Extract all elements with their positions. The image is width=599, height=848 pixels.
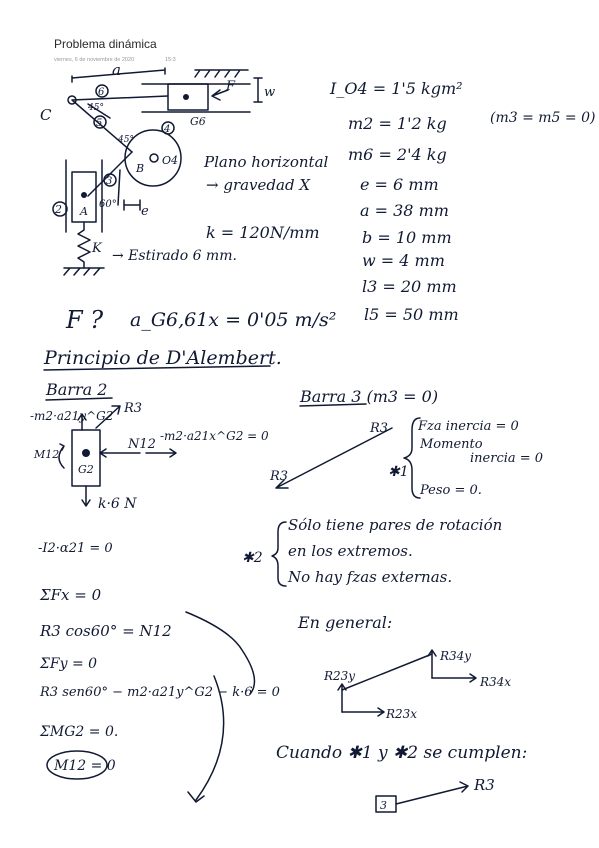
bar2-inertia-y: -m2·a21y^G2: [30, 409, 113, 423]
angle-45-top: 45°: [87, 103, 104, 113]
bar2-inertia-x: -m2·a21x^G2 = 0: [160, 429, 269, 443]
mechanism-figure: a F w C 6 45° 5 45° O4 4 B G6: [40, 61, 329, 276]
bar2-n12: N12: [127, 437, 156, 452]
k-value-label: k = 120N/mm: [206, 223, 320, 242]
given-m3-m5: (m3 = m5 = 0): [490, 110, 595, 126]
bar3-title: Barra 3 (m3 = 0): [299, 387, 438, 406]
star2-mark: ✱2: [242, 550, 263, 566]
question-f: F ?: [65, 306, 103, 334]
link2-number: 2: [54, 203, 62, 216]
dim-w-label: w: [264, 85, 275, 100]
link5-number: 5: [96, 118, 102, 129]
eq-r3-sen: R3 sen60° − m2·a21y^G2 − k·6 = 0: [39, 685, 280, 700]
force-f-label: F: [225, 79, 236, 94]
bar2-moment: -I2·α21 = 0: [38, 541, 113, 556]
conclusion-r3: R3: [473, 776, 495, 794]
eq-m12: M12 = 0: [53, 758, 116, 774]
spring-k-label: K: [91, 241, 103, 256]
link4-number: 4: [163, 124, 170, 135]
bar3-item-3: inercia = 0: [470, 451, 543, 466]
given-l5: l5 = 50 mm: [364, 305, 459, 324]
conclusion-text: Cuando ✱1 y ✱2 se cumplen:: [276, 743, 527, 763]
given-e: e = 6 mm: [360, 175, 439, 194]
eq-r3-cos: R3 cos60° = N12: [39, 622, 172, 640]
given-b: b = 10 mm: [362, 228, 452, 247]
r23x-label: R23x: [385, 707, 417, 721]
page-time: 15:3: [165, 57, 176, 63]
r23y-label: R23y: [323, 669, 355, 683]
equations: ΣFx = 0 R3 cos60° = N12 ΣFy = 0 R3 sen60…: [39, 586, 280, 803]
givens-list: I_O4 = 1'5 kgm² m2 = 1'2 kg (m3 = m5 = 0…: [329, 79, 595, 324]
plane-label: Plano horizontal: [203, 153, 329, 171]
link3-number: 3: [106, 176, 112, 187]
angle-45-mid: 45°: [117, 135, 134, 145]
bar3-diagram: Barra 3 (m3 = 0) R3 R3 Fza inercia = 0 M…: [269, 387, 543, 499]
given-a: a = 38 mm: [360, 201, 449, 220]
g6-label: G6: [190, 115, 206, 128]
bar2-title: Barra 2: [45, 380, 107, 399]
bar3-item-2: Momento: [419, 437, 483, 452]
e-label: e: [141, 204, 149, 219]
bar3-r3-upper: R3: [369, 421, 388, 436]
r34x-label: R34x: [479, 675, 511, 689]
point-a-label: A: [79, 205, 88, 218]
given-l3: l3 = 20 mm: [362, 277, 457, 296]
bar2-r3: R3: [123, 401, 142, 416]
question-accel: a_G6,61x = 0'05 m/s²: [130, 309, 336, 331]
point-c-label: C: [40, 106, 52, 124]
conclusion-badge: 3: [380, 799, 387, 812]
star2-line-3: No hay fzas externas.: [287, 568, 452, 586]
bar3-item-4: Peso = 0.: [419, 483, 482, 498]
principle-title: Principio de D'Alembert.: [43, 347, 282, 369]
bar2-m12: M12: [33, 448, 59, 461]
bar2-diagram: Barra 2 -m2·a21y^G2 R3 G2 M12 N12 -m2·a2…: [30, 380, 269, 556]
angle-60-label: 60°: [99, 199, 117, 210]
bar3-r3-lower: R3: [269, 469, 288, 484]
r34y-label: R34y: [439, 649, 471, 663]
bar2-g2: G2: [78, 463, 94, 476]
bar2-spring-force: k·6 N: [98, 496, 137, 512]
star2-line-1: Sólo tiene pares de rotación: [288, 516, 502, 534]
general-diagram: En general: R34y R34x R23y R23x: [297, 613, 511, 721]
gravity-label: → gravedad X: [206, 176, 311, 194]
point-b-label: B: [135, 162, 144, 175]
star2-line-2: en los extremos.: [288, 542, 413, 560]
given-m6: m6 = 2'4 kg: [348, 145, 447, 164]
bar3-item-1: Fza inercia = 0: [417, 419, 519, 434]
bar3-star1: ✱1: [388, 464, 409, 480]
dim-a-label: a: [112, 61, 121, 79]
given-i04: I_O4 = 1'5 kgm²: [329, 79, 463, 98]
link6-number: 6: [98, 87, 105, 98]
general-title: En general:: [297, 613, 392, 632]
eq-sum-fx: ΣFx = 0: [39, 586, 102, 604]
given-m2: m2 = 1'2 kg: [348, 114, 447, 133]
point-o4-label: O4: [162, 154, 178, 167]
page-date: viernes, 6 de noviembre de 2020: [54, 57, 135, 63]
star2-block: ✱2 Sólo tiene pares de rotación en los e…: [242, 516, 502, 587]
eq-sum-fy: ΣFy = 0: [39, 656, 97, 672]
stretched-label: → Estirado 6 mm.: [112, 248, 237, 264]
eq-sum-m: ΣMG2 = 0.: [39, 724, 118, 740]
given-w: w = 4 mm: [362, 251, 445, 270]
conclusion: Cuando ✱1 y ✱2 se cumplen: 3 R3: [276, 743, 527, 813]
page-title: Problema dinámica: [54, 37, 157, 51]
